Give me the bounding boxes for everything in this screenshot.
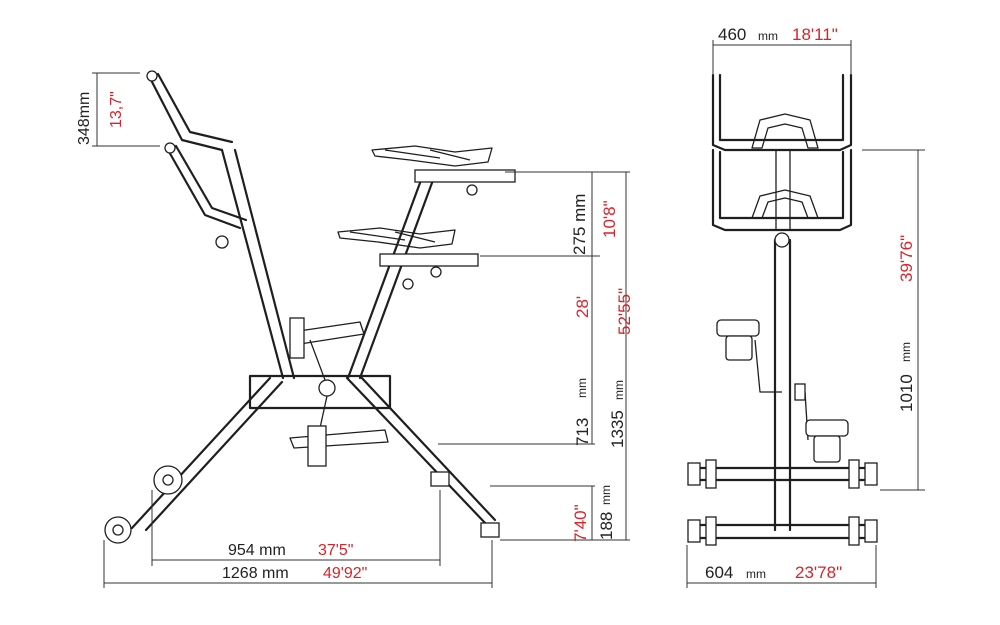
front-seat-post [775, 149, 791, 231]
handlebar-width-imperial: 18'11" [792, 25, 838, 44]
inner-length-imperial: 37'5" [318, 542, 353, 559]
center-crossbar [248, 374, 392, 410]
total-height-imperial: 52'55" [615, 288, 634, 335]
total-length-metric: 1268 mm [222, 565, 289, 582]
base-width-unit: mm [746, 567, 766, 581]
total-length-imperial: 49'92" [323, 565, 367, 582]
handlebar-height-imperial: 13,7" [108, 91, 125, 128]
rear-leg [130, 376, 272, 530]
foot-height-imperial: 7'40" [571, 504, 590, 542]
front-base-lower [690, 523, 874, 540]
base-width-metric: 604 [705, 563, 733, 582]
front-pedal-left [716, 319, 760, 361]
handlebar-width-unit: mm [758, 29, 778, 43]
front-base-upper [690, 466, 874, 482]
front-column [773, 238, 792, 532]
dimension-lines [92, 40, 925, 588]
front-handlebar-frame [711, 73, 853, 152]
seat-lower [337, 227, 479, 290]
handlebar-lower [166, 148, 242, 230]
front-leg [345, 376, 489, 527]
total-height-unit: mm [612, 380, 626, 400]
base-width-imperial: 23'78" [795, 563, 842, 582]
total-height-metric: 1335 [608, 410, 627, 448]
front-height-unit: mm [899, 342, 913, 362]
seat-adjust-imperial: 10'8" [600, 200, 619, 238]
front-seat-lower [751, 189, 819, 219]
front-foot-upper [430, 471, 450, 487]
foot-height-unit: mm [599, 485, 613, 505]
foot-height-metric: 188 [597, 512, 616, 540]
seat-height-metric: 713 [573, 418, 592, 446]
handlebar-height-metric: 348mm [76, 92, 93, 145]
pedal-upper [289, 317, 365, 389]
front-height-metric: 1010 [897, 374, 916, 412]
pedal-lower [289, 379, 389, 467]
seat-height-unit: mm [575, 378, 589, 398]
front-height-imperial: 39'76" [897, 235, 916, 282]
inner-length-metric: 954 mm [228, 542, 286, 559]
front-seat-upper [751, 113, 819, 149]
seat-adjust-metric: 275 mm [570, 194, 589, 255]
front-pedal-right [805, 419, 849, 463]
handlebar-post [220, 148, 285, 380]
handlebar-width-metric: 460 [718, 25, 746, 44]
seat-upper [371, 145, 516, 196]
seat-height-imperial: 28' [573, 296, 592, 318]
front-foot-lower [480, 522, 500, 538]
front-view-bike [687, 73, 878, 546]
handlebar-upper [148, 76, 224, 152]
seat-post [346, 170, 426, 380]
side-view-bike [104, 70, 516, 544]
